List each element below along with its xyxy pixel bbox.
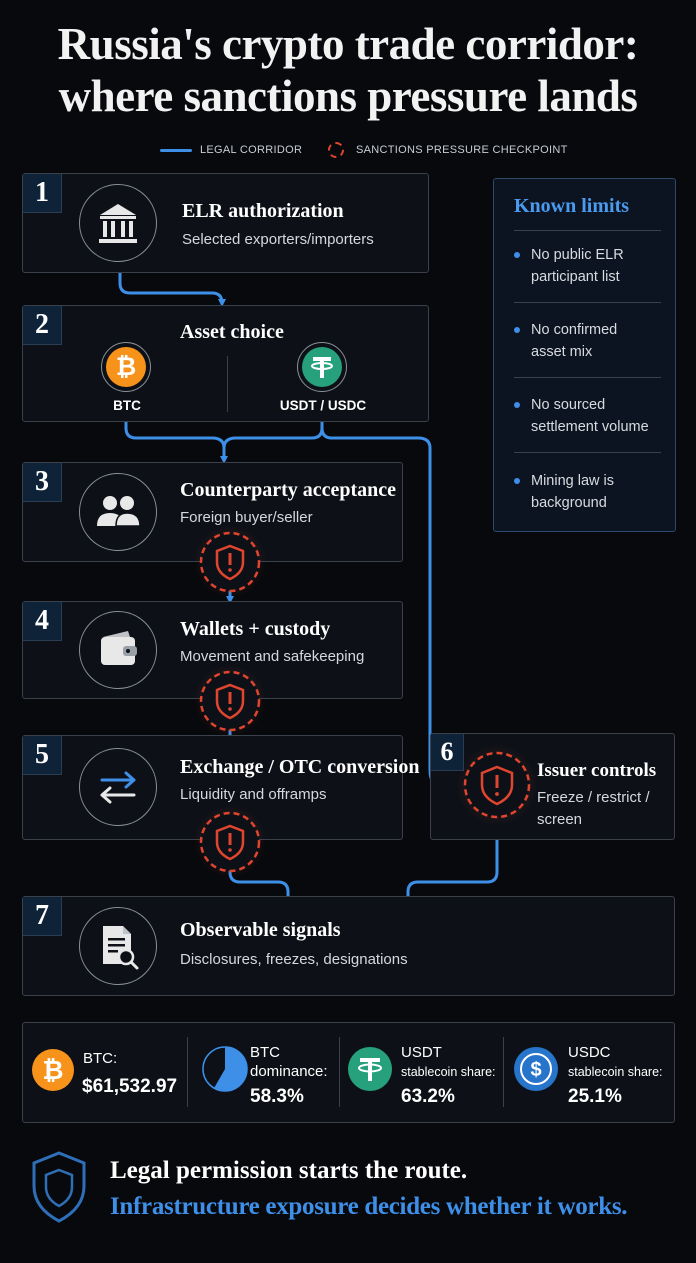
wallet-icon	[79, 611, 157, 689]
step-card-6: 6 Issuer controls Freeze / restrict / sc…	[430, 733, 675, 840]
step-number: 1	[23, 174, 62, 213]
footer-line-2: Infrastructure exposure decides whether …	[110, 1193, 628, 1220]
step-subtitle: Liquidity and offramps	[180, 786, 327, 803]
step-number: 6	[431, 734, 464, 771]
step-title: Exchange / OTC conversion	[180, 756, 420, 778]
limit-text-line-2: participant list	[531, 269, 620, 285]
divider	[503, 1037, 504, 1107]
stat-dominance-label-line-2: dominance:	[250, 1063, 328, 1080]
stat-btc-label: BTC:	[83, 1050, 118, 1067]
legend: LEGAL CORRIDOR SANCTIONS PRESSURE CHECKP…	[160, 140, 580, 162]
document-search-icon	[79, 907, 157, 985]
step-number: 4	[23, 602, 62, 641]
bank-icon	[79, 184, 157, 262]
stat-usdc-label-line-2: stablecoin share:	[568, 1065, 663, 1079]
step-title: Asset choice	[180, 321, 284, 343]
step-card-7: 7 Observable signals Disclosures, freeze…	[22, 896, 675, 996]
stat-btc-value: $61,532.97	[82, 1076, 178, 1097]
divider	[187, 1037, 188, 1107]
bullet-icon	[514, 252, 520, 258]
bullet-icon	[514, 327, 520, 333]
legend-corridor-swatch	[160, 149, 192, 152]
stats-bar: ₿ BTC: $61,532.97 BTC dominance: 58.3% U…	[22, 1022, 675, 1123]
exchange-arrows-icon	[79, 748, 157, 826]
bullet-icon	[514, 402, 520, 408]
step-subtitle-line-2: screen	[537, 811, 583, 828]
tether-icon	[297, 342, 347, 392]
checkpoint-icon-wallets	[194, 665, 266, 737]
checkpoint-icon-counterparty	[194, 526, 266, 598]
step-card-2: 2 Asset choice ₿ BTC USDT / USDC	[22, 305, 429, 422]
bitcoin-icon: ₿	[32, 1049, 74, 1091]
limit-text-line-1: No public ELR	[531, 247, 624, 263]
step-number: 7	[23, 897, 62, 936]
title-line-1: Russia's crypto trade corridor:	[57, 19, 639, 69]
pie-icon	[202, 1046, 248, 1092]
checkpoint-icon-exchange	[194, 806, 266, 878]
known-limits-title: Known limits	[514, 195, 630, 217]
svg-text:$: $	[530, 1059, 541, 1081]
step-card-1: 1 ELR authorization Selected exporters/i…	[22, 173, 429, 273]
step-number: 5	[23, 736, 62, 775]
asset-btc-label: BTC	[113, 398, 141, 413]
bitcoin-icon: ₿	[101, 342, 151, 392]
checkpoint-icon-issuer	[457, 745, 537, 825]
known-limits-panel: Known limits No public ELR participant l…	[493, 178, 676, 532]
stat-usdc-value: 25.1%	[568, 1086, 622, 1107]
step-title: Issuer controls	[537, 760, 657, 781]
limit-text-line-2: asset mix	[531, 344, 593, 360]
asset-btc: ₿ BTC	[99, 340, 155, 420]
stat-usdt-label-line-2: stablecoin share:	[401, 1065, 496, 1079]
asset-usdt: USDT / USDC	[273, 340, 373, 420]
page-title: Russia's crypto trade corridor: where sa…	[0, 18, 696, 122]
people-icon	[79, 473, 157, 551]
limit-text-line-2: background	[531, 495, 607, 511]
divider	[339, 1037, 340, 1107]
limit-text-line-1: No sourced	[531, 397, 606, 413]
step-title: Counterparty acceptance	[180, 479, 397, 501]
step-subtitle: Disclosures, freezes, designations	[180, 951, 408, 968]
legend-checkpoint-label: SANCTIONS PRESSURE CHECKPOINT	[356, 144, 568, 156]
usdc-icon: $	[514, 1047, 558, 1091]
divider	[514, 230, 661, 231]
divider	[514, 452, 661, 453]
step-subtitle-line-1: Freeze / restrict /	[537, 789, 650, 806]
legend-checkpoint-swatch	[328, 142, 344, 158]
stat-usdt-label-line-1: USDT	[401, 1044, 442, 1061]
step-subtitle: Movement and safekeeping	[180, 648, 365, 665]
tether-icon	[348, 1047, 392, 1091]
bullet-icon	[514, 478, 520, 484]
step-title: Observable signals	[180, 919, 341, 941]
stat-usdc-label-line-1: USDC	[568, 1044, 611, 1061]
limit-text-line-1: Mining law is	[531, 473, 614, 489]
title-line-2: where sanctions pressure lands	[58, 71, 638, 121]
step-number: 3	[23, 463, 62, 502]
step-title: Wallets + custody	[180, 618, 331, 640]
asset-usdt-label: USDT / USDC	[279, 398, 367, 413]
step-subtitle: Foreign buyer/seller	[180, 509, 313, 526]
limit-text-line-1: No confirmed	[531, 322, 618, 338]
step-title: ELR authorization	[182, 200, 344, 222]
legend-corridor-label: LEGAL CORRIDOR	[200, 144, 303, 156]
asset-divider	[227, 356, 228, 412]
shield-icon	[32, 1151, 86, 1223]
footer-line-1: Legal permission starts the route.	[110, 1157, 468, 1184]
stat-dominance-label-line-1: BTC	[250, 1044, 280, 1061]
step-number: 2	[23, 306, 62, 345]
stat-usdt-value: 63.2%	[401, 1086, 455, 1107]
limit-text-line-2: settlement volume	[531, 419, 649, 435]
stat-dominance-value: 58.3%	[250, 1086, 304, 1107]
divider	[514, 377, 661, 378]
divider	[514, 302, 661, 303]
step-subtitle: Selected exporters/importers	[182, 231, 374, 248]
